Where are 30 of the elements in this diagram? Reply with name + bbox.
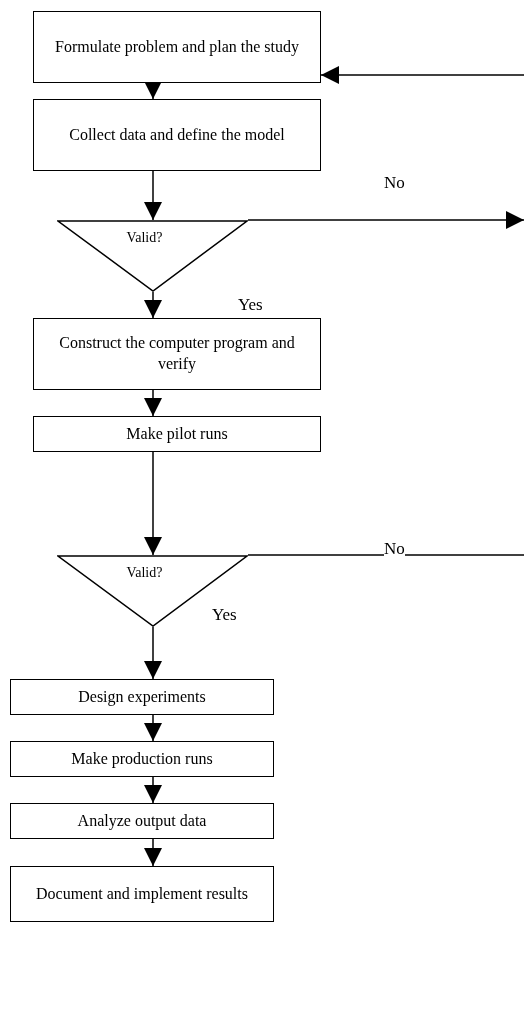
process-label: Formulate problem and plan the study xyxy=(55,36,299,58)
process-label: Make production runs xyxy=(71,748,213,770)
process-box xyxy=(33,11,321,83)
arrow xyxy=(144,291,162,319)
process-box xyxy=(10,679,274,715)
arrow xyxy=(144,170,162,221)
arrow xyxy=(320,66,524,84)
decision-label: Valid? xyxy=(125,230,164,246)
arrow xyxy=(144,626,162,680)
process-label: Document and implement results xyxy=(36,883,248,905)
decision-label: Valid? xyxy=(125,565,164,581)
arrow xyxy=(247,211,524,229)
process-box xyxy=(10,741,274,777)
edge-label: No xyxy=(384,540,405,559)
arrow xyxy=(144,81,162,100)
process-box xyxy=(10,866,274,922)
process-label: Make pilot runs xyxy=(126,423,228,445)
arrow xyxy=(144,776,162,804)
process-box xyxy=(10,803,274,839)
arrow xyxy=(144,451,162,556)
process-box xyxy=(33,416,321,452)
process-label: Collect data and define the model xyxy=(69,124,285,145)
arrow xyxy=(144,714,162,742)
process-label: Analyze output data xyxy=(77,810,207,832)
process-label: Construct the computer program and verify xyxy=(58,333,296,375)
process-label: Design experiments xyxy=(78,686,206,708)
arrow xyxy=(144,838,162,867)
arrow xyxy=(144,389,162,417)
process-box xyxy=(33,99,321,171)
process-box xyxy=(33,318,321,390)
